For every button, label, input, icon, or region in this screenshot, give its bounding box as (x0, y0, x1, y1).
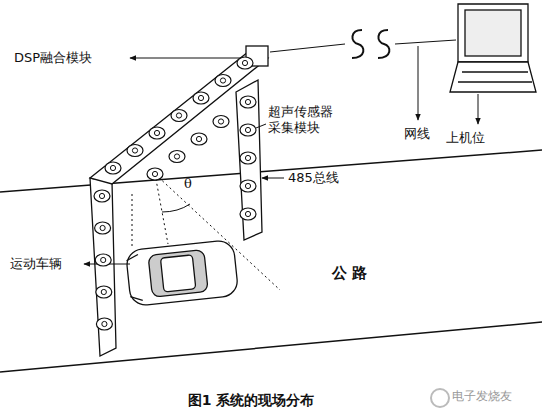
leader-arrow (130, 58, 244, 59)
road-edge (0, 322, 542, 372)
cable-label: 网线 (404, 126, 430, 142)
beam-line (132, 194, 133, 246)
ultrasonic-sensor (171, 110, 187, 122)
beam-line (155, 174, 168, 244)
ultrasonic-sensor (240, 96, 256, 108)
host-label: 上机位 (446, 130, 485, 146)
ultrasonic-sensor (96, 286, 112, 298)
road-edge (0, 150, 542, 192)
ultrasonic-sensor (94, 190, 110, 202)
ultrasonic-sensor (149, 127, 165, 139)
ultrasonic-sensor (240, 208, 256, 220)
module-label: DSP融合模块 (14, 50, 92, 66)
link-line (270, 44, 345, 52)
leader-arrow (418, 46, 419, 120)
ultrasonic-sensor (95, 254, 111, 266)
ultrasonic-sensor (127, 145, 143, 157)
ultrasonic-sensor (213, 116, 229, 128)
ultrasonic-sensor (147, 168, 163, 180)
left-pole (90, 178, 116, 356)
angle-symbol: θ (184, 176, 192, 192)
ultrasonic-sensor (191, 133, 207, 145)
host-computer (450, 4, 536, 92)
ultrasonic-sensor (240, 124, 256, 136)
ultrasonic-sensor (237, 57, 253, 69)
wireless-symbol (352, 30, 363, 58)
angle-arc (162, 204, 190, 212)
ultrasonic-sensor (193, 92, 209, 104)
leader-arrow (478, 94, 479, 124)
ultrasonic-sensor (96, 318, 112, 330)
leader-line (256, 124, 266, 128)
ultrasonic-sensor (240, 180, 256, 192)
ultrasonic-sensor (240, 152, 256, 164)
leader-arrow (262, 178, 284, 179)
figure-caption: 图1 系统的现场分布 (188, 392, 315, 410)
ultrasonic-sensor (215, 75, 231, 87)
ultrasonic-sensor (95, 222, 111, 234)
ultrasonic-sensor (105, 162, 121, 174)
watermark: 电子发烧友 (452, 389, 512, 404)
link-line (395, 40, 456, 44)
bus-label: 485总线 (288, 170, 339, 186)
watermark-logo (431, 389, 449, 407)
wireless-symbol (378, 30, 389, 58)
vehicle-label: 运动车辆 (10, 256, 62, 272)
beam-line (155, 174, 280, 290)
ultrasonic-sensor (169, 151, 185, 163)
module-label: 超声传感器 采集模块 (268, 104, 337, 137)
road-label: 公 路 (332, 264, 367, 283)
vehicle (125, 240, 238, 307)
right-pole (236, 80, 262, 240)
